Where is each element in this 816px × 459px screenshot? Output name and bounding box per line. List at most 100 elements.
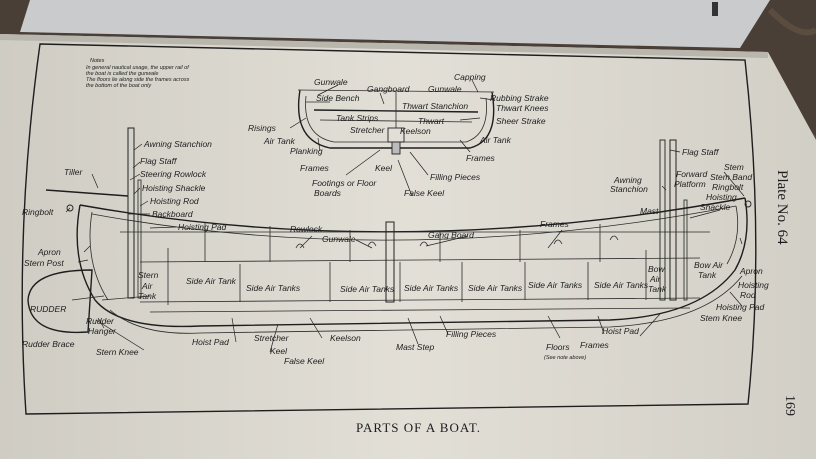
section-label-false-keel: False Keel <box>404 188 445 198</box>
label-frames-top: Frames <box>540 219 570 229</box>
notes-line-1: In general nautical usage, the upper rai… <box>86 65 189 71</box>
notes-line-2: the boat is called the gunwale <box>86 71 158 77</box>
section-label-rubbing-strake: Rubbing Strake <box>490 93 549 103</box>
section-label-risings: Risings <box>248 123 277 133</box>
mast <box>669 139 677 301</box>
section-label-air-tank-left: Air Tank <box>263 136 296 146</box>
label-mast: Mast <box>640 206 659 216</box>
label-stem-knee: Stem Knee <box>700 313 742 323</box>
label-hoisting-pad-bow: Hoisting Pad <box>716 302 764 312</box>
facing-page-glyph <box>712 2 718 16</box>
stern-hoisting-rod <box>137 179 142 299</box>
label-hoisting-pad-stern: Hoisting Pad <box>178 222 226 232</box>
label-side-air-tanks-3: Side Air Tanks <box>340 284 395 294</box>
label-keel: Keel <box>270 346 288 356</box>
label-backboard: Backboard <box>152 209 193 219</box>
section-label-frames-right: Frames <box>466 153 496 163</box>
label-awning-stanchion-bow-2: Stanchion <box>610 184 648 194</box>
bow-hoisting-rod <box>683 199 688 301</box>
label-apron-bow: Apron <box>739 266 763 276</box>
section-label-keel: Keel <box>375 163 393 173</box>
label-hoist-pad-bow: Hoist Pad <box>602 326 639 336</box>
section-label-gunwale: Gunwale <box>314 77 348 87</box>
label-bow-air-tank-right-2: Tank <box>698 270 717 280</box>
tank-top-line <box>139 257 701 263</box>
label-bow-air-tank-right-1: Bow Air <box>694 260 724 270</box>
section-keel <box>391 141 401 155</box>
section-label-sheer-strake: Sheer Strake <box>496 116 546 126</box>
notes-line-4: the bottom of the boat only <box>86 83 152 89</box>
label-forward-platform-1: Forward <box>676 169 707 179</box>
section-leaders <box>289 79 495 197</box>
label-hoist-pad-stern: Hoist Pad <box>192 337 229 347</box>
label-flag-staff-stern: Flag Staff <box>140 156 178 166</box>
section-label-frames-left: Frames <box>300 163 330 173</box>
label-stem-band: Stem Band <box>710 172 752 182</box>
keelson-line <box>149 307 691 313</box>
rowlock-1 <box>295 243 305 249</box>
label-tiller: Tiller <box>64 167 84 177</box>
stern-flag-staff <box>127 127 135 299</box>
book-page <box>0 34 816 459</box>
section-label-capping: Capping <box>454 72 486 82</box>
section-label-gunwale-right: Gunwale <box>428 84 462 94</box>
section-label-stretcher: Stretcher <box>350 125 386 135</box>
section-label-tank-strips: Tank Strips <box>336 113 379 123</box>
rowlock-3 <box>419 241 429 247</box>
stem-post-line <box>734 197 748 271</box>
section-label-thwart: Thwart <box>418 116 445 126</box>
caption: PARTS OF A BOAT. <box>356 420 481 435</box>
label-bow-air-tank-2: Air <box>649 274 662 284</box>
label-bow-air-tank-3: Tank <box>648 284 667 294</box>
section-hull-inner <box>305 95 487 143</box>
label-false-keel: False Keel <box>284 356 325 366</box>
label-stem: Stem <box>724 162 744 172</box>
label-ringbolt-bow: Ringbolt <box>712 182 744 192</box>
hull-false-keel <box>109 275 743 334</box>
plate-label: Plate No. 64 <box>774 170 790 245</box>
label-side-air-tanks-7: Side Air Tanks <box>594 280 649 290</box>
label-gunwale: Gunwale <box>322 234 356 244</box>
label-rowlock: Rowlock <box>290 224 323 234</box>
cross-section-labels: Gunwale Gangboard Capping Side Bench Gun… <box>248 72 549 198</box>
label-apron-stern: Apron <box>37 247 61 257</box>
notes-block: Notes In general nautical usage, the upp… <box>86 58 190 89</box>
label-awning-stanchion-bow-1: Awning <box>613 175 642 185</box>
boat-labels: Awning Stanchion Flag Staff Steering Row… <box>22 139 769 366</box>
page-number: 169 <box>782 395 797 416</box>
label-hoisting-shackle-bow-1: Hoisting <box>706 192 737 202</box>
rudder-blade <box>27 269 93 334</box>
rudder-hanger <box>71 295 105 301</box>
label-rudder-hanger-1: Rudder <box>86 316 115 326</box>
label-frames-bottom: Frames <box>580 340 610 350</box>
label-mast-step: Mast Step <box>396 342 435 352</box>
rowlock-5 <box>609 235 619 241</box>
floor-boards-line <box>139 297 701 303</box>
notes-line-3: The floors lie along side the frames acr… <box>86 77 190 83</box>
label-flag-staff-bow: Flag Staff <box>682 147 720 157</box>
label-hoisting-rod-bow-2: Rod <box>740 290 756 300</box>
label-bow-air-tank-1: Bow <box>648 264 665 274</box>
label-keelson: Keelson <box>330 333 361 343</box>
rowlock-2 <box>367 241 377 247</box>
label-hoisting-shackle-stern: Hoisting Shackle <box>142 183 206 193</box>
label-side-air-tanks-4: Side Air Tanks <box>404 283 459 293</box>
thwart-stanchion-mid <box>385 221 395 303</box>
hull-inner-sheer <box>91 205 737 241</box>
section-gunwale-rail <box>297 89 495 93</box>
section-hull-outer <box>297 89 495 149</box>
label-side-air-tanks-5: Side Air Tanks <box>468 283 523 293</box>
section-label-side-bench: Side Bench <box>316 93 360 103</box>
stern-ringbolt <box>66 204 74 212</box>
label-forward-platform-2: Platform <box>674 179 706 189</box>
section-label-thwart-knees: Thwart Knees <box>496 103 549 113</box>
label-floors: Floors <box>546 342 570 352</box>
bow-ringbolt <box>744 200 752 208</box>
label-see-note-above: (See note above) <box>544 355 586 361</box>
label-steering-rowlock: Steering Rowlock <box>140 169 207 179</box>
label-rudder-hanger-2: Hanger <box>88 326 117 336</box>
label-side-air-tank-1: Side Air Tank <box>186 276 237 286</box>
section-label-filling-pieces: Filling Pieces <box>430 172 481 182</box>
plate-border <box>21 43 757 415</box>
